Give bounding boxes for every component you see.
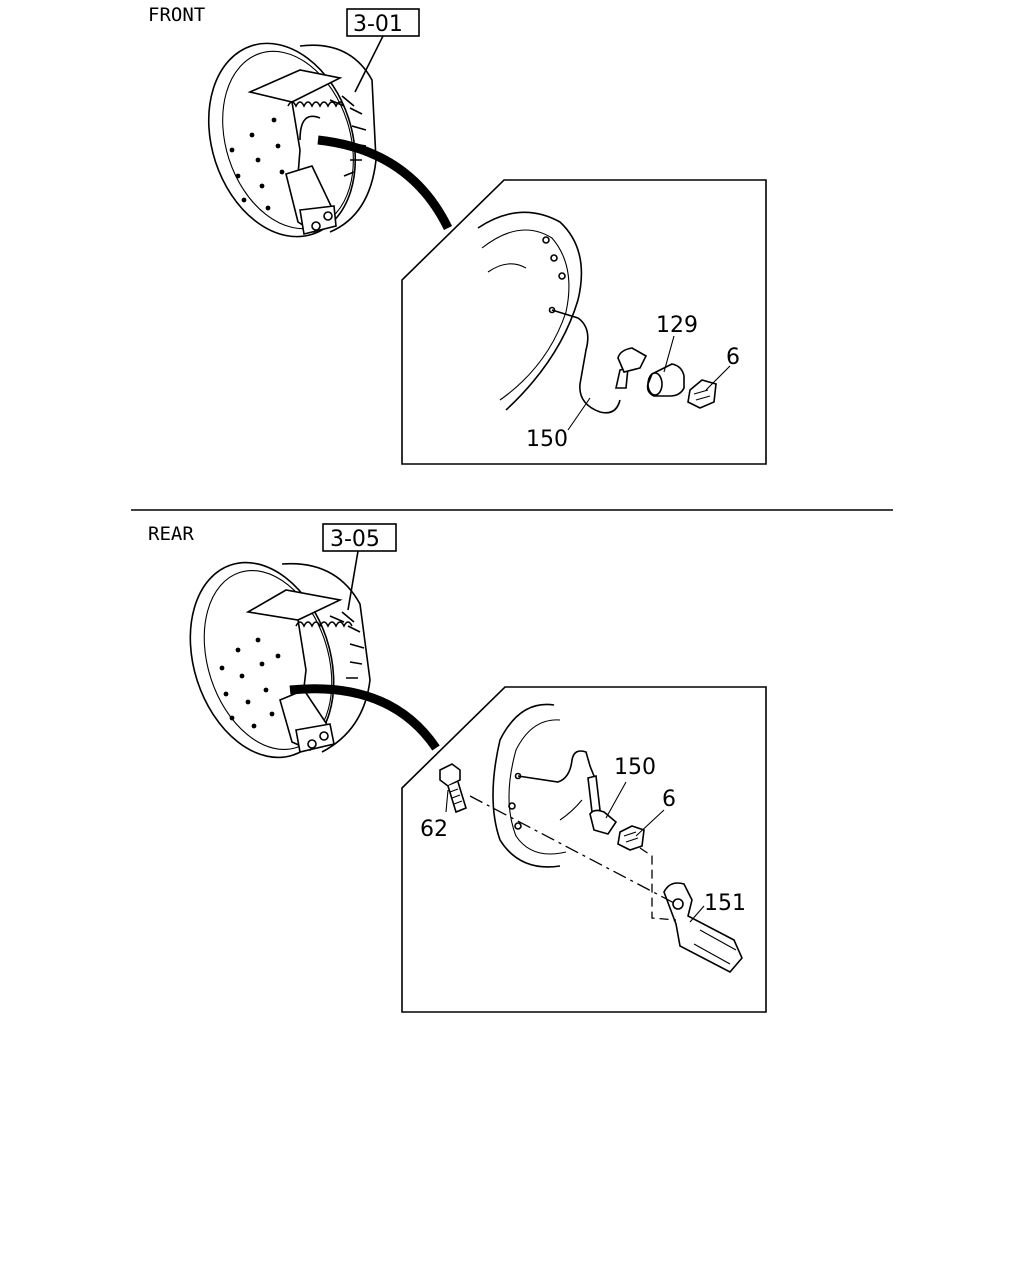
- rear-section: REAR 3-05: [148, 523, 767, 1013]
- rear-callout-150: 150: [614, 755, 656, 780]
- rear-ref-leader: [347, 550, 359, 611]
- rear-detail-frame: [401, 686, 767, 1013]
- rear-callout-62: 62: [420, 817, 448, 842]
- rear-ref-box[interactable]: 3-05: [322, 523, 397, 552]
- front-ref-leader: [354, 35, 384, 93]
- rear-brake-assembly-illustration: [189, 561, 371, 759]
- front-section-title: FRONT: [148, 4, 205, 26]
- rear-ref-box-label: 3-05: [330, 527, 380, 552]
- rear-callout-151: 151: [704, 891, 746, 916]
- rear-callout-6: 6: [662, 787, 676, 812]
- front-brake-assembly-illustration: [207, 42, 377, 238]
- rear-ref-box-frame: [322, 523, 397, 552]
- front-callout-6: 6: [726, 345, 740, 370]
- front-detail-pointer: [317, 135, 453, 230]
- rear-detail-illustration: [439, 703, 743, 974]
- front-callout-150: 150: [526, 427, 568, 452]
- front-ref-box[interactable]: 3-01: [346, 8, 420, 37]
- front-detail-frame: [401, 179, 767, 465]
- rear-detail-pointer: [289, 684, 440, 751]
- rear-section-title: REAR: [148, 523, 194, 545]
- front-callout-129: 129: [656, 313, 698, 338]
- front-ref-box-label: 3-01: [353, 12, 403, 37]
- front-detail-illustration: [477, 211, 731, 431]
- front-section: FRONT 3-01: [148, 4, 767, 465]
